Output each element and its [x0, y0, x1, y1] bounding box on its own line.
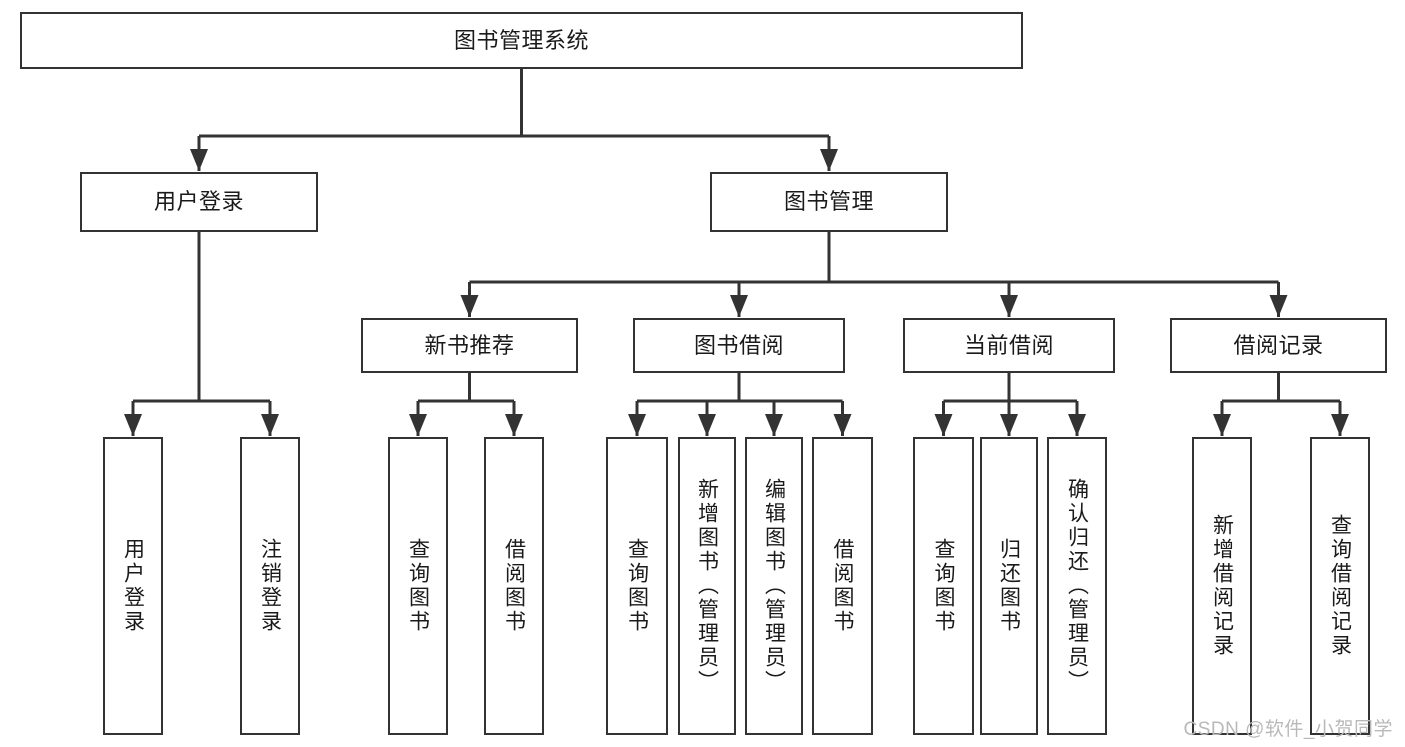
node-label: 新书推荐	[424, 332, 515, 358]
arrowhead-icon	[1213, 414, 1231, 436]
node-label: 新增借阅记录	[1210, 514, 1234, 658]
node-b_query: 查询图书	[606, 437, 668, 735]
node-label: 查询图书	[406, 538, 430, 634]
arrowhead-icon	[1000, 295, 1018, 317]
node-r_add: 新增借阅记录	[1192, 437, 1252, 735]
node-b_lend: 借阅图书	[812, 437, 873, 735]
node-label: 用户登录	[121, 538, 145, 634]
node-label: 注销登录	[258, 538, 282, 634]
node-label: 当前借阅	[963, 332, 1054, 358]
node-label: 借阅记录	[1233, 332, 1324, 358]
node-records: 借阅记录	[1170, 318, 1387, 373]
node-label: 查询图书	[625, 538, 649, 634]
node-label: 借阅图书	[502, 538, 526, 634]
node-newbook: 新书推荐	[361, 318, 578, 373]
node-n_borrow: 借阅图书	[484, 437, 544, 735]
watermark-text: CSDN @软件_小贺同学	[1183, 719, 1393, 740]
arrowhead-icon	[628, 414, 646, 436]
arrowhead-icon	[1068, 414, 1086, 436]
arrowhead-icon	[698, 414, 716, 436]
arrowhead-icon	[1000, 414, 1018, 436]
node-l_logout: 注销登录	[240, 437, 300, 735]
arrowhead-icon	[934, 414, 953, 436]
node-c_query: 查询图书	[913, 437, 974, 735]
node-current: 当前借阅	[903, 318, 1115, 373]
node-label: 图书管理	[783, 189, 874, 215]
node-label: 图书管理系统	[453, 27, 589, 53]
arrowhead-icon	[765, 414, 783, 436]
node-label: 编辑图书（管理员）	[762, 478, 786, 694]
node-label: 归还图书	[997, 538, 1021, 634]
arrowhead-icon	[730, 295, 748, 317]
node-label: 查询图书	[932, 538, 955, 634]
node-l_login: 用户登录	[103, 437, 163, 735]
node-bookmgmt: 图书管理	[710, 172, 948, 232]
node-label: 新增图书（管理员）	[695, 478, 719, 694]
arrowhead-icon	[1331, 414, 1349, 436]
arrowhead-icon	[1269, 295, 1288, 317]
node-root: 图书管理系统	[20, 12, 1023, 69]
node-label: 确认归还（管理员）	[1065, 478, 1089, 694]
node-b_edit: 编辑图书（管理员）	[745, 437, 803, 735]
arrowhead-icon	[261, 414, 279, 436]
arrowhead-icon	[409, 414, 427, 436]
node-borrow: 图书借阅	[633, 318, 845, 373]
node-label: 查询借阅记录	[1328, 514, 1352, 658]
arrowhead-icon	[833, 414, 852, 436]
node-c_confirm: 确认归还（管理员）	[1047, 437, 1107, 735]
node-label: 图书借阅	[693, 332, 784, 358]
node-b_add: 新增图书（管理员）	[678, 437, 736, 735]
node-login: 用户登录	[80, 172, 318, 232]
arrowhead-icon	[505, 414, 523, 436]
node-r_query: 查询借阅记录	[1310, 437, 1370, 735]
arrowhead-icon	[124, 414, 142, 436]
arrowhead-icon	[190, 149, 208, 171]
node-label: 用户登录	[153, 189, 244, 215]
arrowhead-icon	[460, 295, 479, 317]
node-c_return: 归还图书	[980, 437, 1038, 735]
node-label: 借阅图书	[831, 538, 854, 634]
node-n_query: 查询图书	[388, 437, 448, 735]
arrowhead-icon	[820, 149, 838, 171]
